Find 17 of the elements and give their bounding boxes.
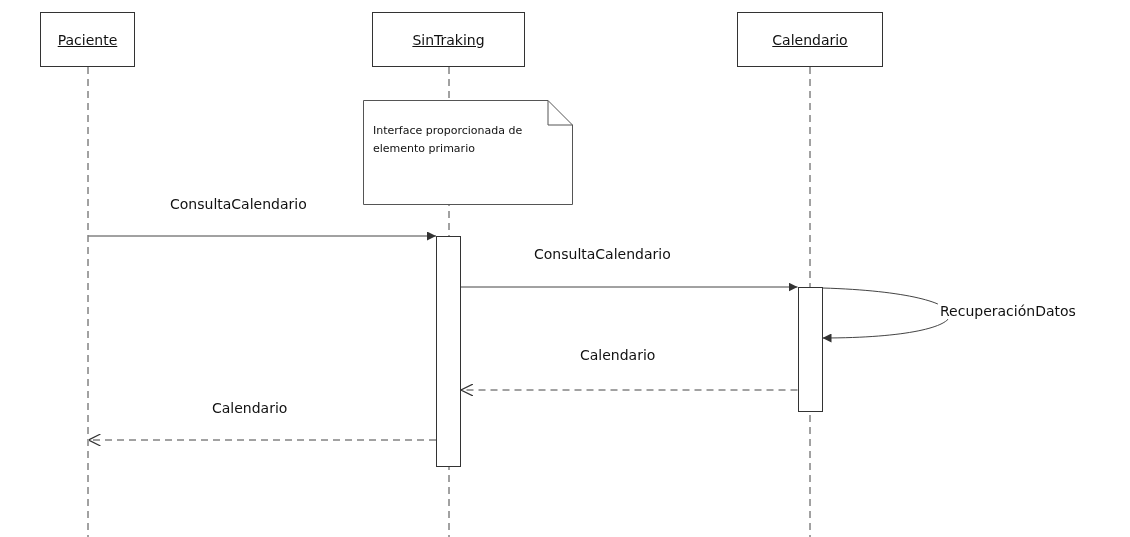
activation-bar [436,236,461,467]
message-label: RecuperaciónDatos [938,303,1078,319]
activation-bar [797,287,823,412]
message-arrow [88,231,437,241]
note [363,100,573,205]
return-message-arrow [87,433,437,447]
message-label: ConsultaCalendario [168,196,309,212]
message-label: Calendario [578,347,658,363]
message-label: ConsultaCalendario [532,246,673,262]
message-arrow [460,282,798,292]
message-label: Calendario [210,400,290,416]
object-box: Calendario [737,12,883,67]
note-text: Interface proporcionada de elemento primario [373,123,524,157]
object-box: SinTraking [372,12,525,67]
object-box: Paciente [40,12,135,67]
self-message-arrow [822,287,951,343]
return-message-arrow [460,383,798,397]
